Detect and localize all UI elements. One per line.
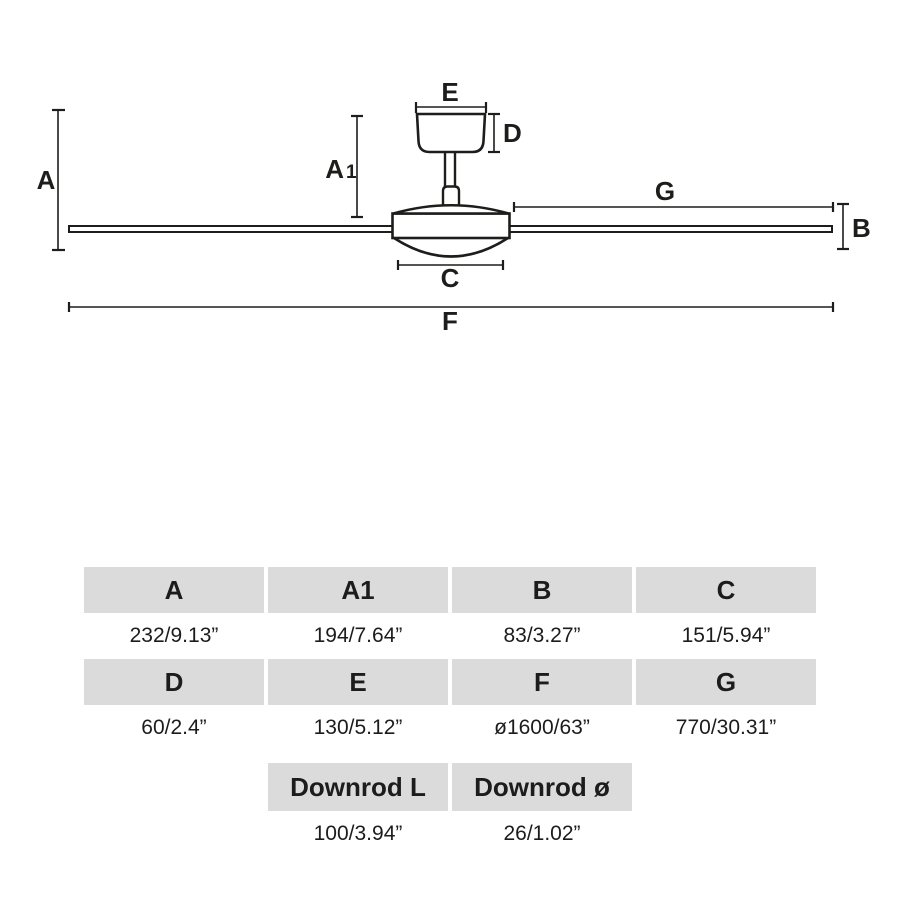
dim-line-a bbox=[52, 108, 65, 252]
table-value-row-1: 232/9.13” 194/7.64” 83/3.27” 151/5.94” bbox=[84, 613, 816, 659]
table-header-row-1: A A1 B C bbox=[84, 567, 816, 613]
header-cell-c: C bbox=[636, 567, 816, 613]
table-value-row-2: 60/2.4” 130/5.12” ø1600/63” 770/30.31” bbox=[84, 705, 816, 751]
motor-housing-top bbox=[393, 204, 509, 215]
value-cell-d: 60/2.4” bbox=[141, 716, 207, 739]
dim-line-d bbox=[488, 112, 500, 154]
header-cell-a: A bbox=[84, 567, 264, 613]
dim-line-e bbox=[414, 102, 488, 113]
light-dome bbox=[393, 236, 509, 258]
dim-label-a1-sub: 1 bbox=[346, 162, 357, 183]
dim-label-a1-main: A bbox=[325, 154, 344, 184]
dim-label-g: G bbox=[655, 176, 675, 206]
table-value-row-3: 100/3.94” 26/1.02” bbox=[84, 811, 816, 857]
dim-label-e: E bbox=[441, 77, 458, 107]
dimension-labels: A A 1 E D G B C F bbox=[37, 77, 871, 336]
dim-line-b bbox=[837, 202, 849, 251]
fan-blade-left bbox=[68, 225, 397, 233]
spacer-cell bbox=[636, 811, 816, 857]
value-cell-g: 770/30.31” bbox=[675, 716, 777, 739]
value-cell-b: 83/3.27” bbox=[503, 624, 581, 647]
header-cell-g: G bbox=[636, 659, 816, 705]
ceiling-canopy bbox=[415, 112, 487, 154]
value-cell-a: 232/9.13” bbox=[129, 624, 219, 647]
dim-label-d: D bbox=[503, 118, 522, 148]
header-cell-d: D bbox=[84, 659, 264, 705]
header-cell-e: E bbox=[268, 659, 448, 705]
dimension-table: A A1 B C 232/9.13” 194/7.64” 83/3.27” 15… bbox=[84, 567, 816, 857]
value-cell-downrod-l: 100/3.94” bbox=[313, 822, 403, 845]
dim-label-c: C bbox=[441, 263, 460, 293]
dim-line-a1 bbox=[351, 114, 363, 219]
value-cell-f: ø1600/63” bbox=[494, 716, 590, 739]
table-header-row-2: D E F G bbox=[84, 659, 816, 705]
header-cell-a1: A1 bbox=[268, 567, 448, 613]
table-header-row-3: Downrod L Downrod ø bbox=[84, 763, 816, 811]
dim-label-b: B bbox=[852, 213, 871, 243]
header-cell-f: F bbox=[452, 659, 632, 705]
value-cell-a1: 194/7.64” bbox=[313, 624, 403, 647]
header-cell-downrod-diameter: Downrod ø bbox=[452, 763, 632, 811]
ceiling-fan-drawing bbox=[68, 112, 833, 258]
spacer-cell bbox=[84, 811, 264, 857]
header-cell-b: B bbox=[452, 567, 632, 613]
fan-blade-right bbox=[505, 225, 833, 233]
dim-label-f: F bbox=[442, 306, 458, 336]
downrod bbox=[443, 153, 457, 187]
value-cell-c: 151/5.94” bbox=[681, 624, 771, 647]
dim-line-g bbox=[512, 202, 835, 212]
dim-line-f bbox=[67, 302, 835, 312]
value-cell-downrod-diameter: 26/1.02” bbox=[503, 822, 581, 845]
header-cell-downrod-l: Downrod L bbox=[268, 763, 448, 811]
dim-line-c bbox=[396, 260, 505, 270]
dimension-lines bbox=[52, 102, 849, 312]
fan-diagram: A A 1 E D G B C F bbox=[37, 77, 871, 336]
spacer-cell bbox=[636, 763, 816, 811]
motor-housing bbox=[391, 212, 511, 240]
dim-label-a: A bbox=[37, 165, 56, 195]
value-cell-e: 130/5.12” bbox=[313, 716, 403, 739]
spacer-cell bbox=[84, 763, 264, 811]
